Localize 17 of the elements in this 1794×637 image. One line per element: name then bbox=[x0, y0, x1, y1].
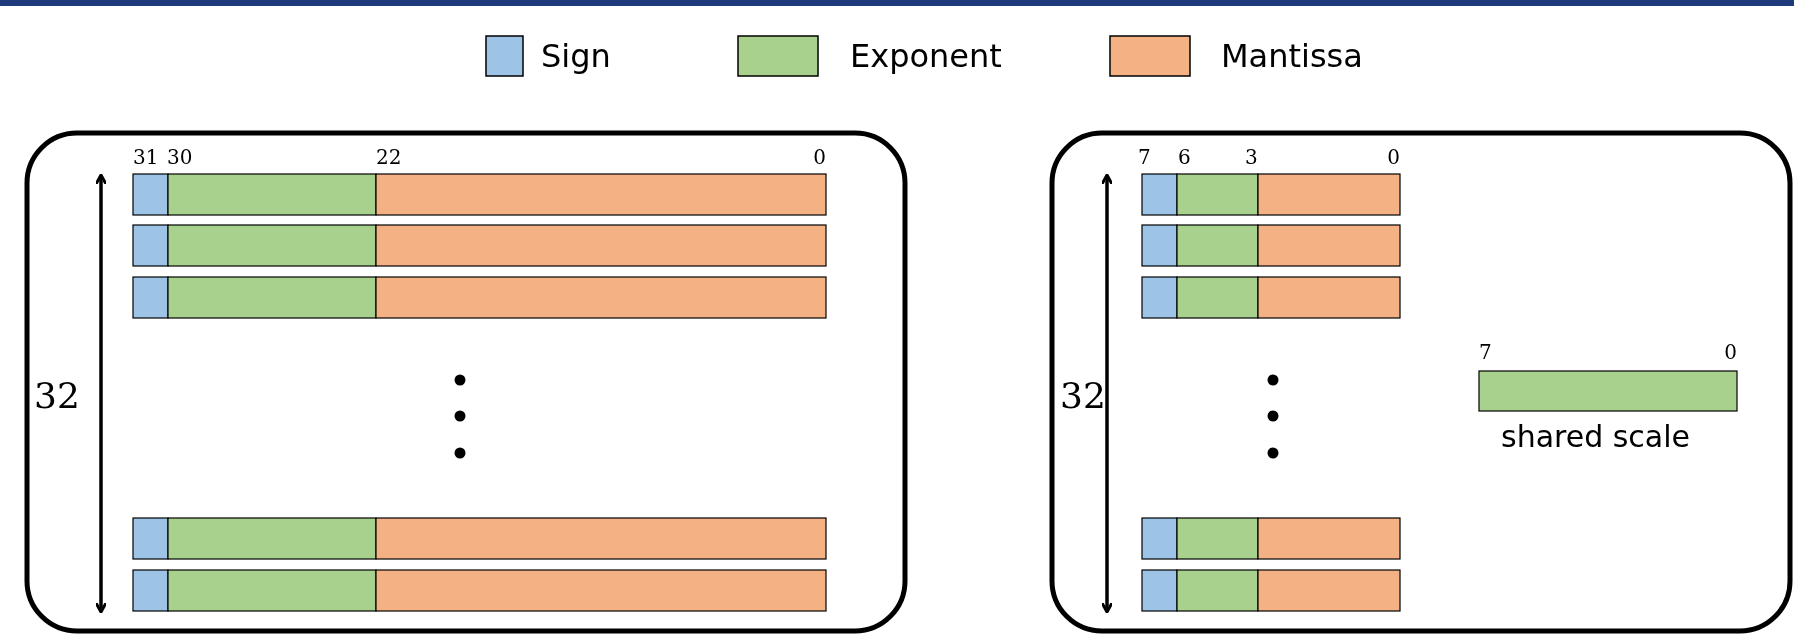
bit-index: 22 bbox=[376, 147, 402, 167]
legend-label: Sign bbox=[541, 40, 611, 72]
dimension-label: 32 bbox=[34, 378, 80, 414]
bit-index: 0 bbox=[813, 147, 826, 167]
caption-text: shared scale bbox=[1501, 422, 1691, 452]
bit-index: 0 bbox=[1724, 342, 1737, 362]
bit-index: 30 bbox=[167, 147, 193, 167]
bit-index: 3 bbox=[1245, 147, 1258, 167]
bit-index: 6 bbox=[1178, 147, 1191, 167]
legend-label: Mantissa bbox=[1221, 40, 1363, 72]
bit-index: 7 bbox=[1479, 342, 1492, 362]
bit-index: 31 bbox=[133, 147, 159, 167]
legend-label: Exponent bbox=[850, 40, 1002, 72]
dimension-label: 32 bbox=[1060, 378, 1106, 414]
bit-index: 7 bbox=[1138, 147, 1151, 167]
bit-index: 0 bbox=[1387, 147, 1400, 167]
scale-bar bbox=[1478, 370, 1738, 412]
